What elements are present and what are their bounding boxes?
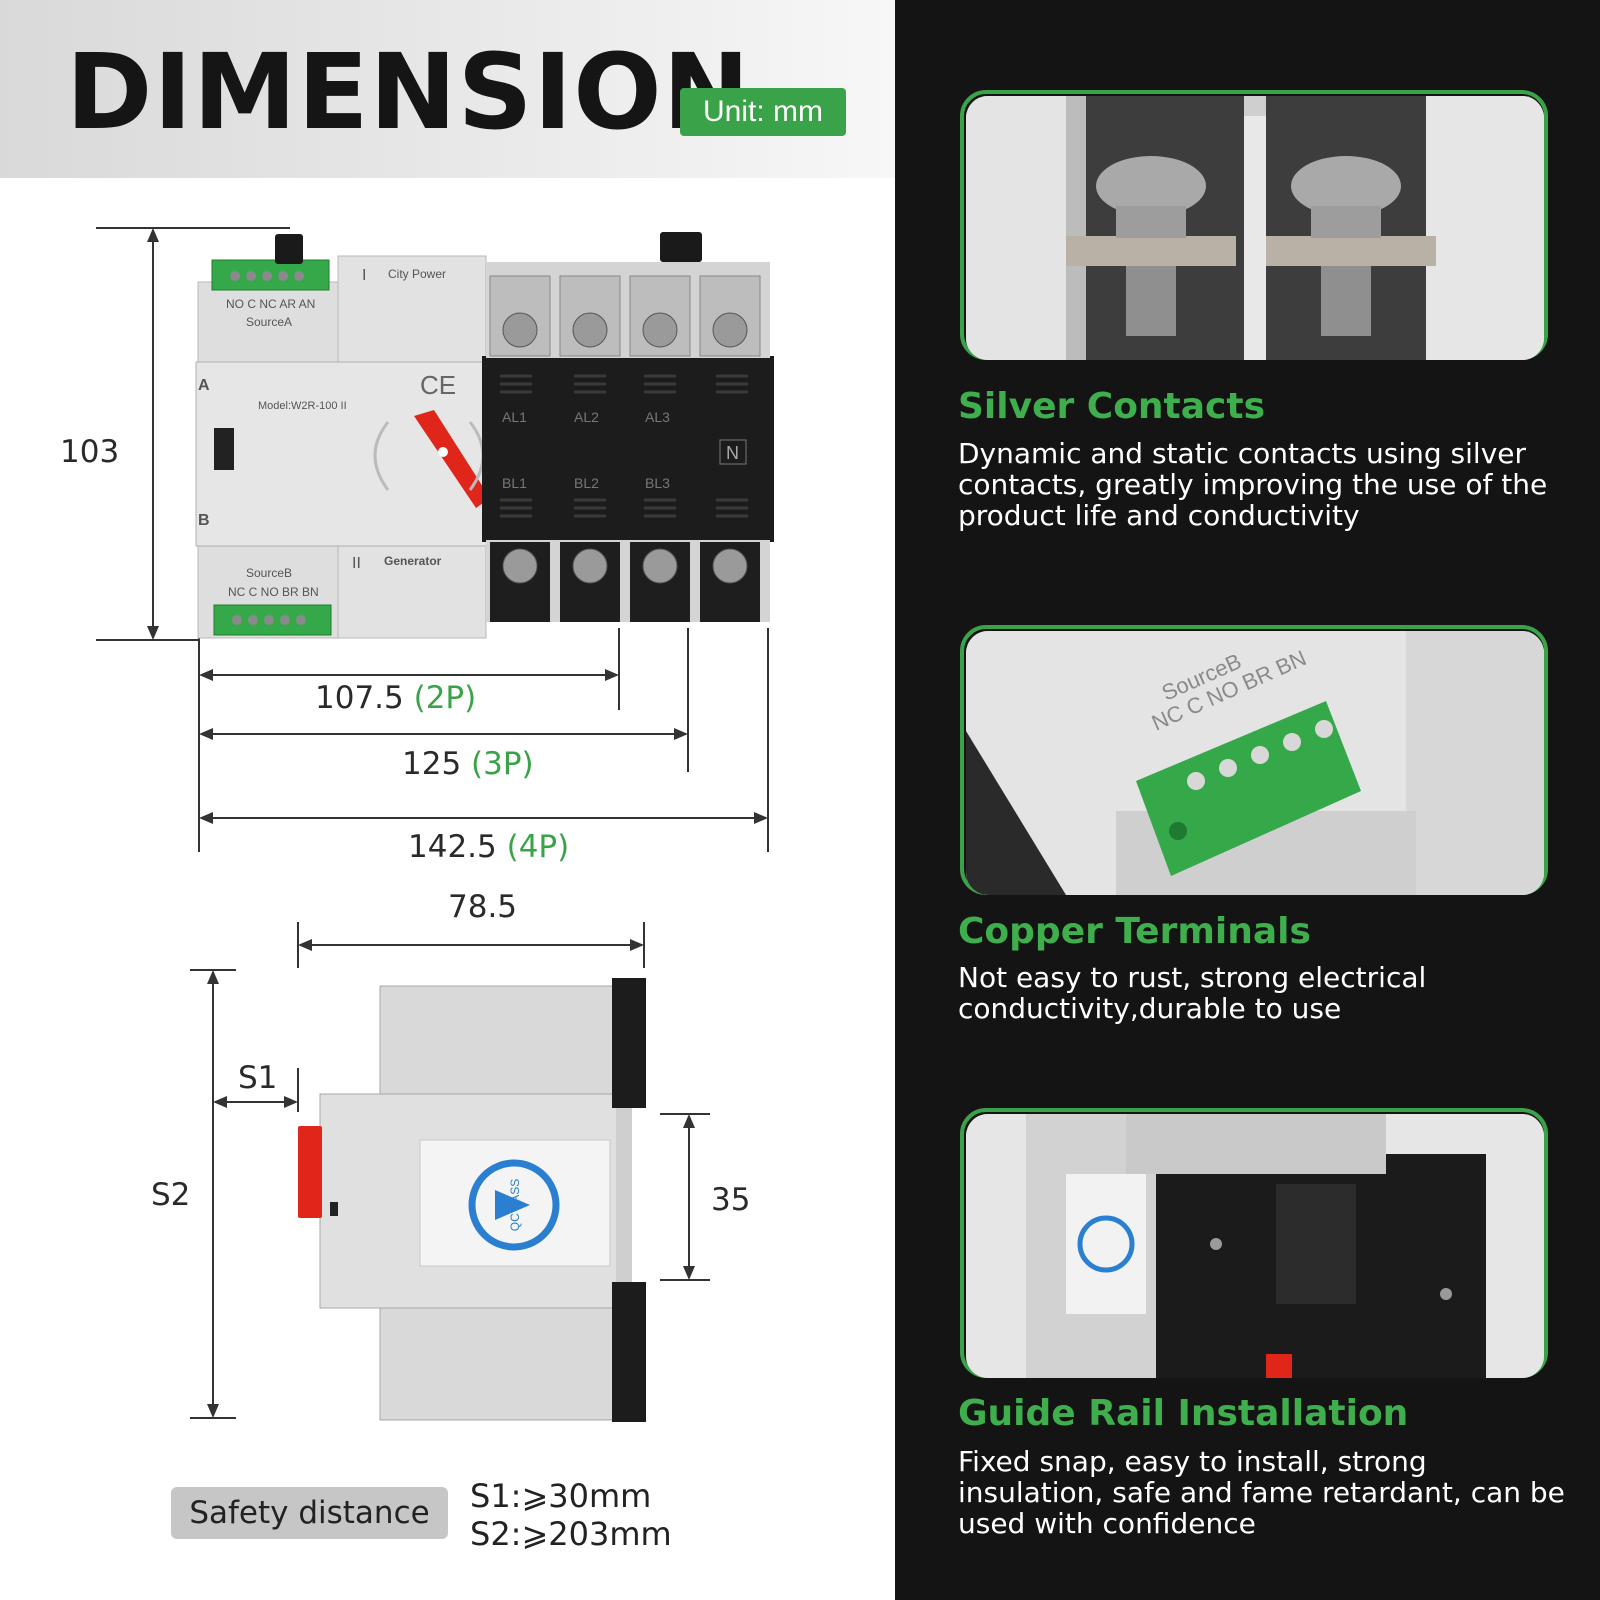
feature-title-silver-contacts: Silver Contacts <box>958 386 1266 427</box>
width-3p-variant: (3P) <box>471 746 534 782</box>
feature-desc-copper-terminals: Not easy to rust, strong electrical cond… <box>958 961 1427 1025</box>
source-a-label: SourceA <box>246 315 292 329</box>
feature-desc-silver-contacts: Dynamic and static contacts using silver… <box>958 437 1548 532</box>
ce-mark: CE <box>420 370 456 400</box>
feature-desc-guide-rail: Fixed snap, easy to install, strong insu… <box>958 1445 1565 1540</box>
depth-dimension-label: 78.5 <box>448 889 518 925</box>
phase-bl1: BL1 <box>502 475 527 491</box>
width-2p-value: 107.5 <box>315 680 404 716</box>
width-4p-variant: (4P) <box>506 829 570 865</box>
terminal-b-label: NC C NO BR BN <box>228 585 319 599</box>
copper-terminals-photo: SourceB NC C NO BR BN <box>966 631 1544 895</box>
feature-title-copper-terminals: Copper Terminals <box>958 911 1311 952</box>
a-mark: A <box>198 377 210 394</box>
black-side-cover-top <box>612 978 646 1108</box>
width-3p-label: 125 (3P) <box>402 749 534 780</box>
black-side-cover-bottom <box>612 1282 646 1422</box>
phase-bl3: BL3 <box>645 475 670 491</box>
width-2p-label: 107.5 (2P) <box>315 683 476 714</box>
model-label: Model:W2R-100 II <box>258 400 347 412</box>
source-b-label: SourceB <box>246 566 292 580</box>
city-power-label: City Power <box>388 267 446 281</box>
feature-title-guide-rail: Guide Rail Installation <box>958 1393 1409 1434</box>
red-switch-lever <box>414 410 490 508</box>
phase-al1: AL1 <box>502 409 527 425</box>
width-4p-label: 142.5 (4P) <box>408 832 569 863</box>
side-view-drawing: QC PASS <box>190 922 710 1422</box>
s2-label: S2 <box>151 1177 191 1213</box>
roman-two-label: II <box>352 555 361 572</box>
phase-al3: AL3 <box>645 409 670 425</box>
switch-side: QC PASS <box>298 978 646 1422</box>
height-dimension-label: 103 <box>60 434 120 470</box>
switch-front: NO C NC AR AN SourceA SourceB NC C NO BR… <box>195 232 774 639</box>
phase-al2: AL2 <box>574 409 599 425</box>
phase-bl2: BL2 <box>574 475 599 491</box>
top-screw-row <box>489 275 761 357</box>
dimension-panel: DIMENSION Unit: mm <box>0 0 895 1553</box>
dimension-lines <box>96 227 769 852</box>
side-dimension-lines <box>190 922 710 1419</box>
rail-dimension-label: 35 <box>711 1182 751 1218</box>
green-terminal-block <box>1136 701 1361 876</box>
silver-contacts-photo <box>966 96 1544 360</box>
generator-label: Generator <box>384 554 442 568</box>
roman-one-label: I <box>362 267 366 284</box>
width-3p-value: 125 <box>402 746 462 782</box>
guide-rail-photo <box>966 1114 1544 1378</box>
width-4p-value: 142.5 <box>408 829 497 865</box>
unit-badge: Unit: mm <box>680 88 846 136</box>
s1-label: S1 <box>238 1060 278 1096</box>
page-title: DIMENSION <box>66 31 751 153</box>
safety-s1-value: S1:⩾30mm <box>470 1477 652 1515</box>
vent-slots <box>500 374 748 518</box>
side-red-handle <box>298 1126 322 1218</box>
bottom-screw-row <box>490 542 760 622</box>
terminal-a-label: NO C NC AR AN <box>226 297 315 311</box>
width-2p-variant: (2P) <box>413 680 477 716</box>
safety-distance-badge: Safety distance <box>171 1487 448 1539</box>
safety-s2-value: S2:⩾203mm <box>470 1515 672 1553</box>
qc-pass-text: QC PASS <box>508 1179 522 1231</box>
front-view-drawing: NO C NC AR AN SourceA SourceB NC C NO BR… <box>96 227 774 852</box>
b-mark: B <box>198 512 210 529</box>
qc-pass-badge <box>468 1159 560 1251</box>
neutral-label: N <box>726 443 739 463</box>
